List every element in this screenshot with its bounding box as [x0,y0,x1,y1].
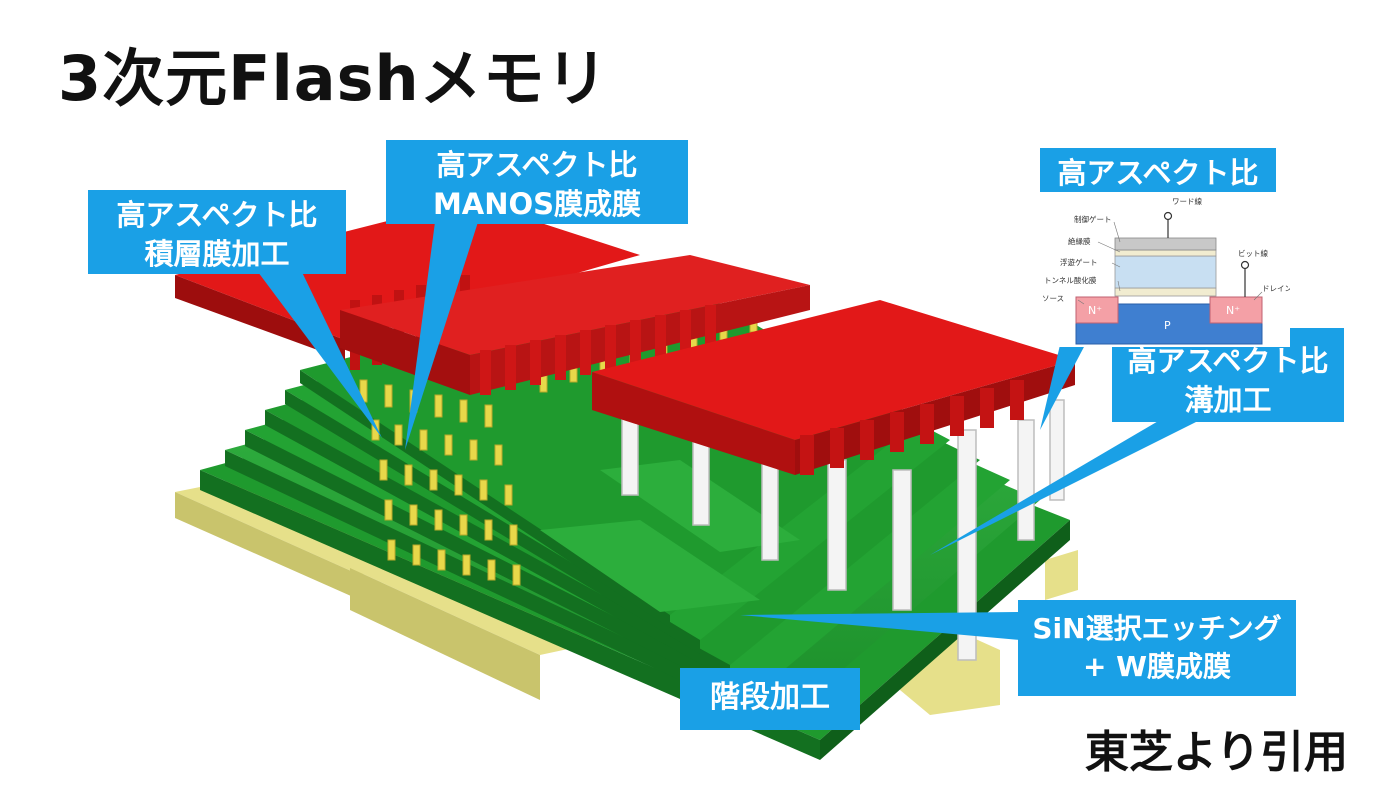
control-gate-layer [1114,237,1217,251]
callout-trench-line2: 溝加工 [1184,383,1272,418]
callout-pointers [255,222,1200,640]
callout-sin-line1: SiN選択エッチング [1032,612,1282,645]
label-p: P [1164,319,1171,332]
label-bit-line: ビット線 [1238,248,1268,258]
callout-stack-line1: 高アスペクト比 [116,198,318,232]
word-line-terminal [1163,211,1173,221]
callout-manos-line2: MANOS膜成膜 [432,187,642,222]
callout-sin-line2: + W膜成膜 [1082,649,1232,683]
insulator-layer [1114,249,1217,257]
red-wordlines-right [592,300,1075,475]
label-n-plus-left: N⁺ [1088,304,1102,317]
tunnel-oxide-layer [1114,287,1217,297]
callout-trench-line1: 高アスペクト比 [1127,344,1329,378]
callout-stair-line1: 階段加工 [710,680,830,715]
label-insulator: 絶縁膜 [1068,236,1091,246]
vertical-channel-pillars [621,399,1065,661]
callout-sin-etching: SiN選択エッチング + W膜成膜 [1018,600,1296,696]
callout-stack-line2: 積層膜加工 [144,237,290,272]
red-wordlines-middle [340,255,810,395]
label-word-line: ワード線 [1172,196,1202,206]
bit-line-terminal [1240,260,1250,270]
label-floating-gate: 浮遊ゲート [1060,257,1098,267]
callout-top-right: 高アスペクト比 [1040,148,1276,196]
page-title: 3次元Flashメモリ [58,42,609,115]
label-tunnel-oxide: トンネル酸化膜 [1044,275,1097,285]
callout-manos-deposition: 高アスペクト比 MANOS膜成膜 [386,140,688,224]
label-drain: ドレイン [1262,284,1290,293]
label-control-gate: 制御ゲート [1074,214,1112,224]
callout-manos-line1: 高アスペクト比 [436,148,638,182]
source-credit: 東芝より引用 [1084,727,1348,778]
callout-stack-etching: 高アスペクト比 積層膜加工 [88,190,346,274]
memory-cell-inset: ワード線 制御ゲート 絶縁膜 浮遊ゲート トンネル酸化膜 ソース ビット線 ドレ… [1038,192,1290,347]
label-n-plus-right: N⁺ [1226,304,1240,317]
n-plus-drain [1209,296,1263,324]
n-plus-source [1075,296,1119,324]
callout-top-right-line1: 高アスペクト比 [1057,156,1259,190]
callout-staircase: 階段加工 [680,668,860,730]
floating-gate-layer [1114,255,1217,289]
label-source: ソース [1042,294,1064,303]
